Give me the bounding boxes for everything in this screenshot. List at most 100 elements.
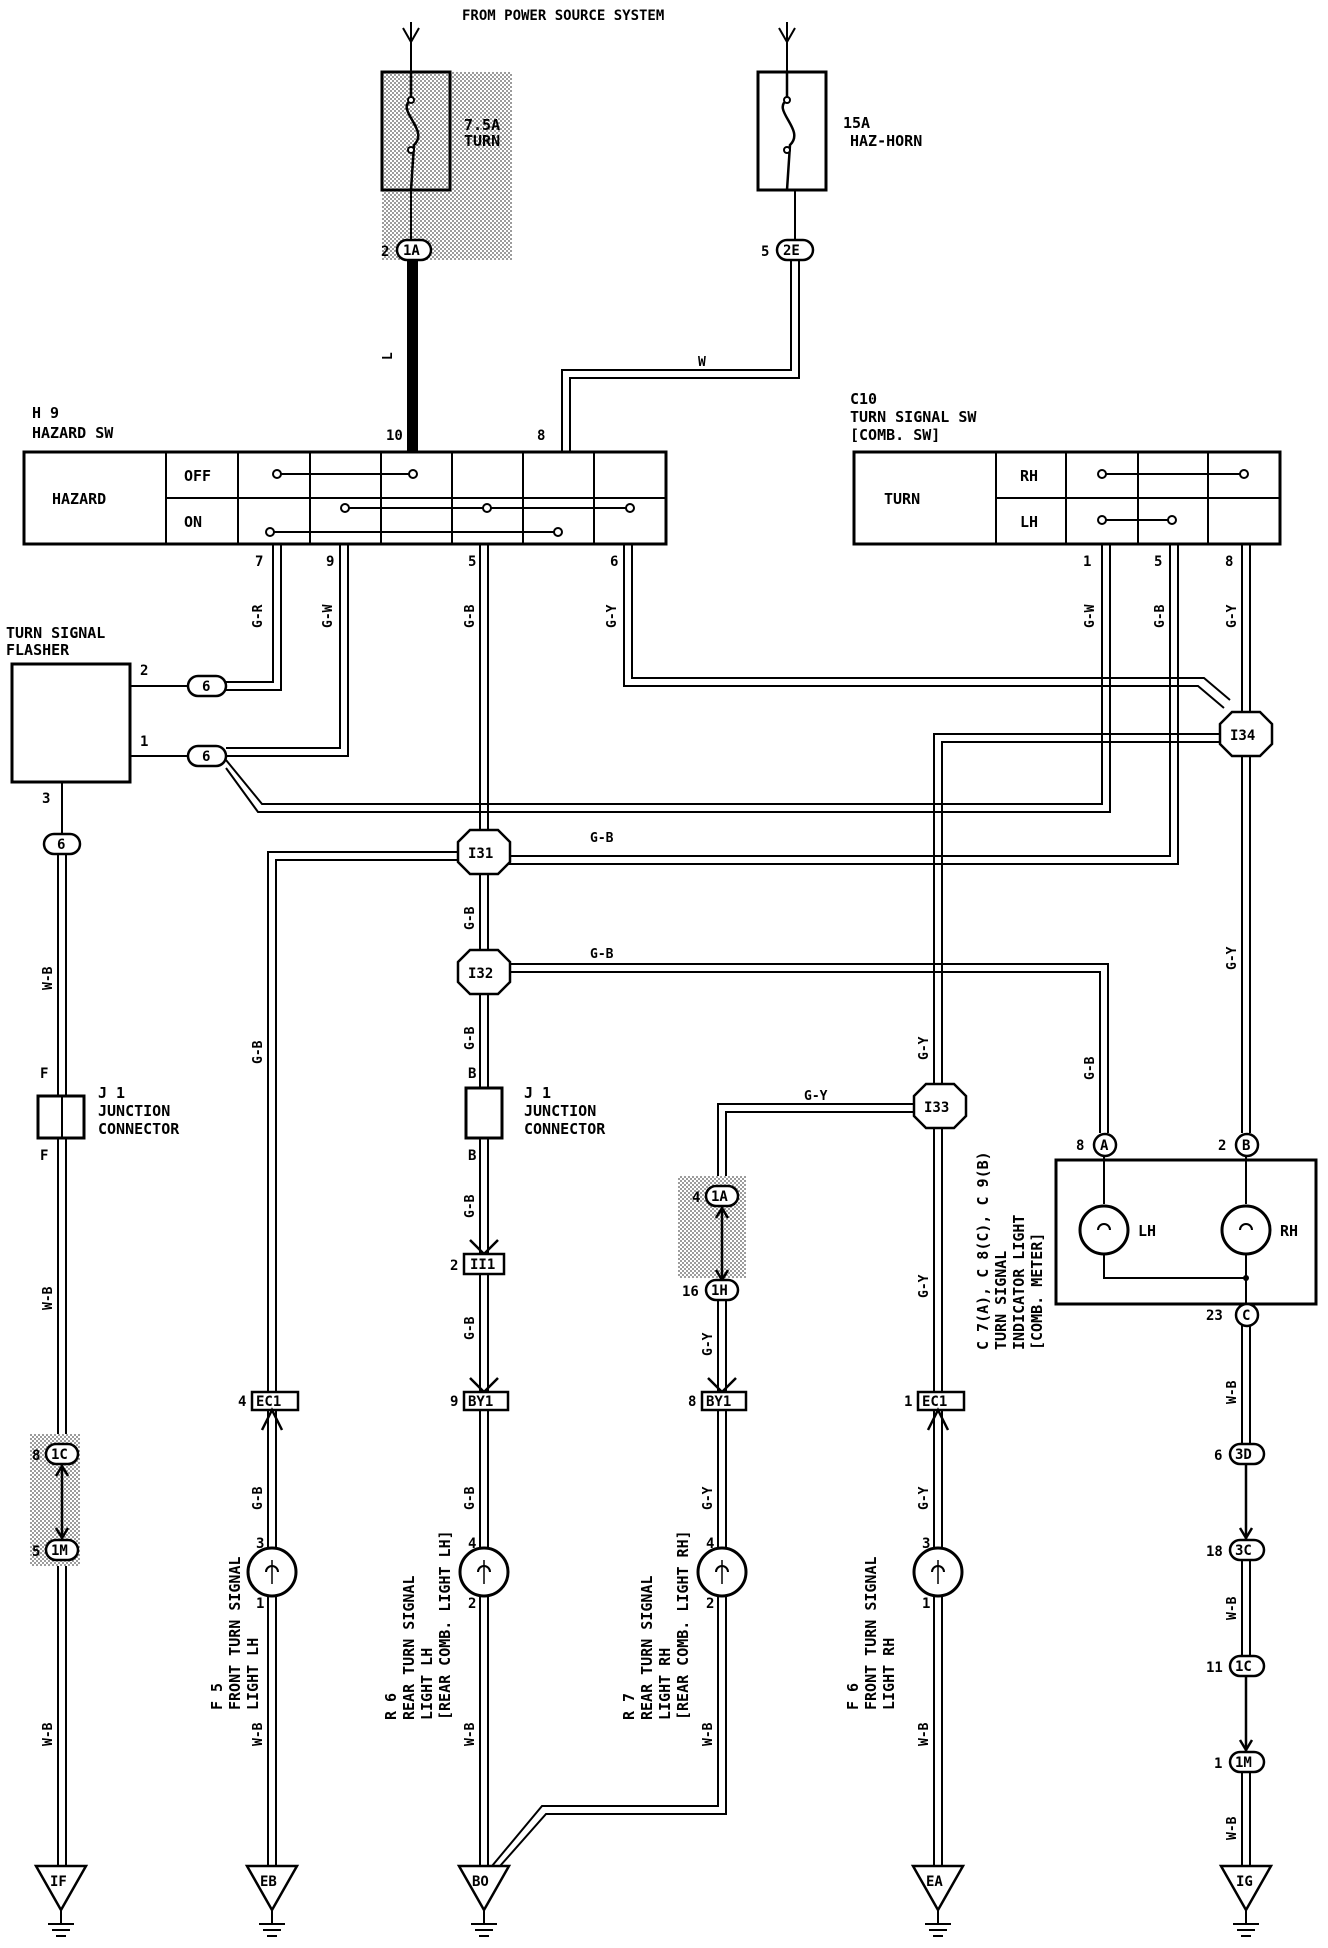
svg-text:2: 2 — [706, 1596, 714, 1612]
svg-text:BY1: BY1 — [706, 1394, 731, 1410]
turn-pin-1: 1 — [1083, 554, 1091, 570]
svg-text:18: 18 — [1206, 1544, 1223, 1560]
ground-bo: BO — [456, 1864, 512, 1937]
svg-text:2: 2 — [468, 1596, 476, 1612]
svg-text:C: C — [1242, 1308, 1250, 1324]
hazard-sw-name: HAZARD SW — [32, 424, 114, 442]
connector-3d-3c: 3D 6 3C 18 — [1206, 1442, 1266, 1562]
turn-indicator-light: A 8 B 2 LH RH C 23 C 7(A), C 8(C), C 9(B… — [974, 1132, 1318, 1350]
svg-text:G-Y: G-Y — [917, 1274, 932, 1298]
hazard-pin-9: 9 — [326, 554, 334, 570]
fuse-haz-name: HAZ-HORN — [850, 132, 922, 150]
svg-text:LIGHT RH: LIGHT RH — [656, 1648, 674, 1720]
svg-text:G-W: G-W — [321, 604, 336, 628]
svg-text:W-B: W-B — [701, 1722, 716, 1746]
svg-text:F: F — [40, 1066, 48, 1082]
svg-text:G-B: G-B — [463, 1316, 478, 1340]
connector-by1-right: BY1 8 — [688, 1377, 748, 1412]
svg-text:G-R: G-R — [251, 604, 266, 628]
svg-text:J 1: J 1 — [98, 1084, 125, 1102]
hazard-on-label: ON — [184, 513, 202, 531]
turn-lh-label: LH — [1020, 513, 1038, 531]
svg-text:8: 8 — [1076, 1138, 1084, 1154]
svg-text:G-B: G-B — [590, 947, 614, 962]
lamp-f6: 3 1 F 6 FRONT TURN SIGNAL LIGHT RH — [844, 1536, 964, 1710]
svg-text:1H: 1H — [711, 1283, 728, 1299]
svg-text:RH: RH — [1280, 1222, 1298, 1240]
svg-text:1M: 1M — [1235, 1755, 1252, 1771]
connector-ec1-left: EC1 4 — [238, 1390, 300, 1431]
svg-text:3: 3 — [922, 1536, 930, 1552]
svg-text:8: 8 — [688, 1394, 696, 1410]
junction-connector-left: F F J 1 JUNCTION CONNECTOR — [36, 1066, 180, 1164]
ground-if: IF — [33, 1864, 89, 1937]
svg-text:W-B: W-B — [917, 1722, 932, 1746]
svg-text:A: A — [1100, 1138, 1109, 1154]
svg-text:W-B: W-B — [41, 966, 56, 990]
svg-text:G-Y: G-Y — [917, 1036, 932, 1060]
svg-text:1: 1 — [1214, 1756, 1222, 1772]
svg-text:B: B — [468, 1066, 476, 1082]
junction-i34: I34 — [1218, 710, 1274, 758]
turn-pin-5: 5 — [1154, 554, 1162, 570]
svg-text:G-Y: G-Y — [1225, 604, 1240, 628]
svg-text:INDICATOR LIGHT: INDICATOR LIGHT — [1010, 1215, 1028, 1350]
svg-text:G-Y: G-Y — [804, 1089, 828, 1104]
svg-text:TURN SIGNAL: TURN SIGNAL — [992, 1251, 1010, 1350]
svg-text:W-B: W-B — [463, 1722, 478, 1746]
svg-text:G-Y: G-Y — [1225, 946, 1240, 970]
svg-text:F: F — [40, 1148, 48, 1164]
hazard-sw-code: H 9 — [32, 404, 59, 422]
svg-text:1C: 1C — [1235, 1659, 1252, 1675]
svg-text:LIGHT LH: LIGHT LH — [418, 1648, 436, 1720]
turn-function-label: TURN — [884, 490, 920, 508]
svg-text:3: 3 — [256, 1536, 264, 1552]
hazard-function-label: HAZARD — [52, 490, 106, 508]
svg-text:G-B: G-B — [251, 1486, 266, 1510]
lamp-r6: 4 2 R 6 REAR TURN SIGNAL LIGHT LH [REAR … — [382, 1530, 510, 1720]
svg-text:W-B: W-B — [1225, 1596, 1240, 1620]
connector-by1-left: BY1 9 — [450, 1377, 510, 1412]
svg-text:FRONT TURN SIGNAL: FRONT TURN SIGNAL — [226, 1556, 244, 1710]
fuse-haz-rating: 15A — [843, 114, 870, 132]
fuse-turn: 7.5A TURN — [380, 70, 512, 260]
svg-text:F 5: F 5 — [208, 1683, 226, 1710]
svg-text:G-B: G-B — [463, 1194, 478, 1218]
svg-text:F 6: F 6 — [844, 1683, 862, 1710]
turn-sw-name: TURN SIGNAL SW — [850, 408, 977, 426]
hazard-pin-7: 7 — [255, 554, 263, 570]
svg-text:W-B: W-B — [41, 1286, 56, 1310]
ground-ig: IG — [1218, 1864, 1274, 1937]
svg-text:23: 23 — [1206, 1308, 1223, 1324]
turn-sw-sub: [COMB. SW] — [850, 426, 940, 444]
svg-text:2: 2 — [450, 1258, 458, 1274]
svg-text:G-B: G-B — [463, 1486, 478, 1510]
svg-text:LIGHT LH: LIGHT LH — [244, 1638, 262, 1710]
svg-text:G-Y: G-Y — [701, 1486, 716, 1510]
svg-text:G-Y: G-Y — [605, 604, 620, 628]
flasher-pin-3: 3 — [42, 791, 50, 807]
svg-text:3C: 3C — [1235, 1543, 1252, 1559]
svg-text:5: 5 — [761, 244, 769, 260]
svg-text:EC1: EC1 — [256, 1394, 281, 1410]
hazard-pin-8: 8 — [537, 428, 545, 444]
connector-1a-top: 1A 2 — [381, 238, 433, 262]
svg-text:1: 1 — [922, 1596, 930, 1612]
junction-i33: I33 — [912, 1082, 968, 1130]
wire-label-l: L — [381, 352, 396, 360]
svg-text:IF: IF — [50, 1874, 67, 1890]
flasher-pin-1: 1 — [140, 734, 148, 750]
svg-text:W-B: W-B — [41, 1722, 56, 1746]
wire-harness — [57, 544, 1251, 1867]
connector-ec1-right: EC1 1 — [904, 1390, 966, 1431]
flasher-label-1: TURN SIGNAL — [6, 624, 105, 642]
svg-text:C 7(A), C 8(C), C 9(B): C 7(A), C 8(C), C 9(B) — [974, 1151, 992, 1350]
turn-signal-flasher — [10, 662, 132, 784]
flasher-connectors — [42, 674, 228, 856]
svg-text:6: 6 — [1214, 1448, 1222, 1464]
svg-text:CONNECTOR: CONNECTOR — [524, 1120, 606, 1138]
svg-text:G-B: G-B — [590, 831, 614, 846]
hazard-pin-10: 10 — [386, 428, 403, 444]
svg-text:2: 2 — [1218, 1138, 1226, 1154]
